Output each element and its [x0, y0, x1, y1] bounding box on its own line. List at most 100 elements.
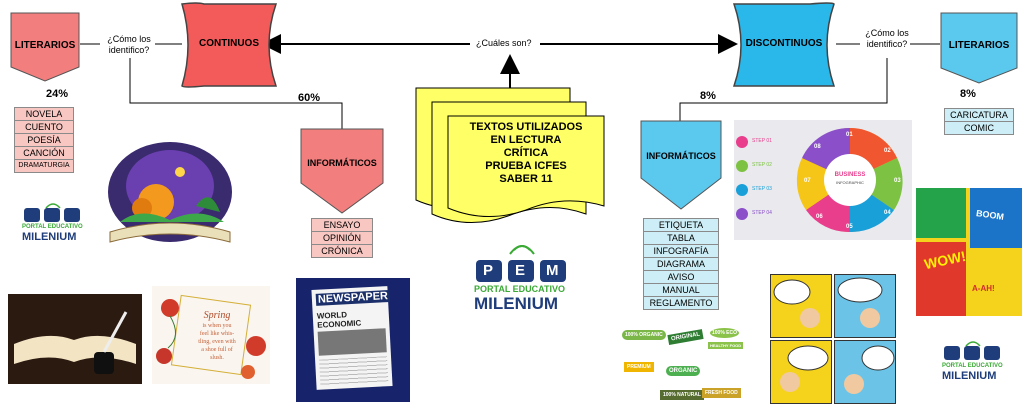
literary-banner-right [940, 12, 1018, 84]
eco-label: PREMIUM [624, 362, 654, 372]
list-item: COMIC [945, 122, 1013, 134]
informative-banner-left [300, 128, 384, 214]
eco-label: 100% NATURAL [660, 390, 704, 400]
infographic-wheel [736, 127, 903, 233]
list-item: NOVELA [15, 108, 73, 121]
list-item: ETIQUETA [644, 219, 718, 232]
logo-top-text: PORTAL EDUCATIVO [474, 284, 566, 294]
literary-list-left: NOVELA CUENTO POESÍA CANCIÓN DRAMATURGIA [14, 107, 74, 173]
logo-bottom-text: MILENIUM [22, 231, 77, 243]
list-item: OPINIÓN [312, 232, 372, 245]
logo-mark [476, 245, 566, 282]
poem-line: tling, even with [198, 339, 236, 345]
logo-letter: P [483, 262, 494, 279]
literary-percent-right: 8% [960, 88, 976, 100]
list-item: CANCIÓN [15, 147, 73, 160]
infographic-number: 03 [894, 178, 901, 184]
flowers-decor [156, 294, 266, 379]
comic-word: A-AH! [972, 284, 995, 293]
infographic-image: BUSINESS INFOGRAPHIC STEP 01 STEP 02 STE… [734, 120, 912, 240]
eco-label: ORGANIC [666, 366, 701, 376]
title-line: TEXTOS UTILIZADOS [469, 121, 583, 133]
infographic-number: 05 [846, 224, 853, 230]
logo-top-text: PORTAL EDUCATIVO [22, 224, 83, 230]
informative-percent-left: 60% [298, 92, 321, 104]
spring-poem-image: Spring is when you feel like whis- tling… [152, 286, 270, 384]
informative-percent-right: 8% [700, 90, 716, 102]
center-title: TEXTOS UTILIZADOS EN LECTURA CRÍTICA PRU… [450, 121, 602, 186]
list-item: INFOGRAFÍA [644, 245, 718, 258]
title-line: EN LECTURA [490, 134, 562, 146]
infographic-number: 02 [884, 148, 891, 154]
question-line: ¿Cómo los [865, 28, 909, 38]
eco-label: 100% ECO [710, 328, 740, 338]
literary-label-left: LITERARIOS [14, 40, 76, 51]
comic-panel [970, 188, 1022, 248]
discontinuous-label: DISCONTINUOS [745, 38, 823, 49]
infographic-title: BUSINESS [834, 172, 866, 178]
infographic-subtitle: INFOGRAPHIC [836, 180, 864, 185]
infographic-number: 07 [804, 178, 811, 184]
comic-people-image [770, 274, 896, 404]
newspaper-image: NEWSPAPER WORLD ECONOMIC [296, 278, 410, 402]
question-line: ¿Cómo los [107, 34, 151, 44]
poem-line: is when you [202, 323, 232, 329]
logo-mark [944, 341, 1000, 360]
eco-labels-image: 100% ORGANIC ORIGINAL 100% ECO HEALTHY F… [622, 326, 746, 406]
eco-label: HEALTHY FOOD [708, 342, 744, 349]
infographic-step: STEP 01 [752, 138, 772, 144]
fantasy-book-image [108, 142, 232, 243]
eco-label: ORIGINAL [667, 329, 704, 345]
poem-text: Spring is when you feel like whis- tling… [182, 310, 252, 362]
logo-mark [24, 203, 80, 222]
literary-label-right: LITERARIOS [948, 40, 1010, 51]
question-right: ¿Cómo los identifico? [860, 28, 914, 50]
logo-center: P E M PORTAL EDUCATIVO MILENIUM [470, 240, 572, 314]
infographic-number: 08 [814, 144, 821, 150]
list-item: DRAMATURGIA [15, 160, 73, 172]
question-left: ¿Cómo los identifico? [100, 34, 158, 56]
infographic-step: STEP 04 [752, 210, 772, 216]
logo-letter: M [546, 262, 559, 279]
question-center: ¿Cuáles son? [476, 38, 532, 48]
literary-percent-left: 24% [46, 88, 69, 100]
poem-line: slush. [210, 355, 224, 361]
list-item: REGLAMENTO [644, 297, 718, 309]
infographic-number: 01 [846, 132, 853, 138]
list-item: CARICATURA [945, 109, 1013, 122]
comic-panel [916, 188, 966, 238]
list-item: ENSAYO [312, 219, 372, 232]
literary-banner-left [10, 12, 80, 82]
question-line: identifico? [108, 45, 150, 55]
list-item: POESÍA [15, 134, 73, 147]
logo-right: PORTAL EDUCATIVO MILENIUM [940, 338, 1006, 386]
logo-bottom-text: MILENIUM [474, 294, 559, 313]
informative-list-right: ETIQUETA TABLA INFOGRAFÍA DIAGRAMA AVISO… [643, 218, 719, 310]
comic-panel [916, 242, 966, 316]
center-documents [415, 87, 605, 224]
logo-letter: E [515, 262, 526, 279]
list-item: MANUAL [644, 284, 718, 297]
newspaper-headline: WORLD ECONOMIC [316, 310, 362, 330]
eco-label: FRESH FOOD [702, 388, 741, 398]
newspaper-title: NEWSPAPER [315, 289, 391, 306]
newspaper-columns [319, 356, 389, 386]
newspaper-photo [317, 328, 387, 356]
literary-list-right: CARICATURA COMIC [944, 108, 1014, 135]
infographic-number: 06 [816, 214, 823, 220]
list-item: CUENTO [15, 121, 73, 134]
poem-line: a shoe full of [201, 347, 233, 353]
logo-top-text: PORTAL EDUCATIVO [942, 363, 1003, 369]
logo-bottom-text: MILENIUM [942, 370, 997, 382]
list-item: AVISO [644, 271, 718, 284]
continuous-label: CONTINUOS [199, 38, 259, 49]
eco-label: 100% ORGANIC [622, 330, 666, 340]
logo-left: PORTAL EDUCATIVO MILENIUM [20, 200, 86, 246]
title-line: SABER 11 [499, 173, 553, 185]
title-line: PRUEBA ICFES [485, 160, 567, 172]
infographic-step: STEP 02 [752, 162, 772, 168]
informative-label-left: INFORMÁTICOS [307, 158, 377, 168]
book-inkwell-image [8, 294, 142, 384]
infographic-number: 04 [884, 210, 891, 216]
